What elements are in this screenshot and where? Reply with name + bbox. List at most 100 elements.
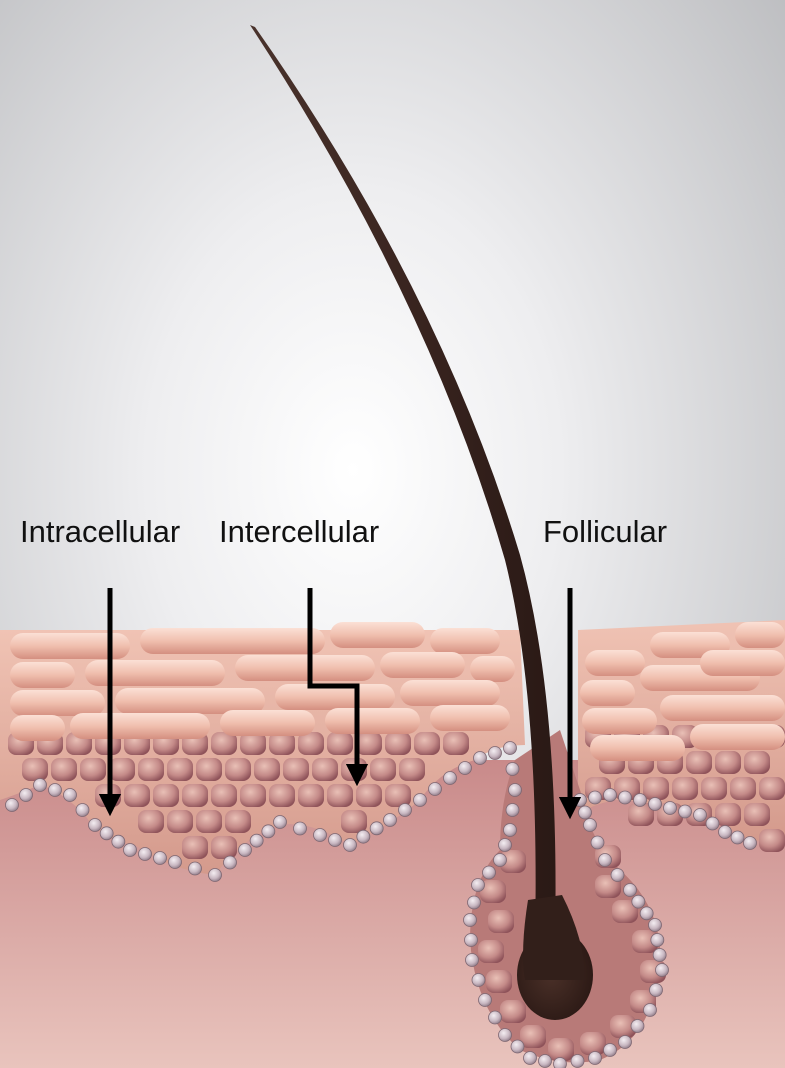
corneocyte (660, 695, 785, 721)
epidermal-cell (643, 777, 669, 800)
basal-bead (499, 1029, 512, 1042)
epidermal-cell (730, 777, 756, 800)
corneocyte (220, 710, 315, 736)
basal-bead (250, 834, 263, 847)
basal-bead (154, 852, 167, 865)
basal-bead (414, 794, 427, 807)
epidermal-cell (356, 784, 382, 807)
basal-bead (632, 895, 645, 908)
basal-bead (599, 854, 612, 867)
epidermal-cell (109, 758, 135, 781)
corneocyte (10, 662, 75, 688)
corneocyte (235, 655, 375, 681)
basal-bead (444, 772, 457, 785)
corneocyte (470, 656, 515, 682)
basal-bead (579, 806, 592, 819)
epidermal-cell (269, 784, 295, 807)
epidermal-cell (701, 777, 727, 800)
epidermal-cell (759, 829, 785, 852)
basal-bead (706, 817, 719, 830)
epidermal-cell (312, 758, 338, 781)
basal-bead (459, 762, 472, 775)
basal-bead (649, 798, 662, 811)
basal-bead (656, 964, 669, 977)
basal-bead (640, 907, 653, 920)
basal-bead (384, 814, 397, 827)
basal-bead (399, 804, 412, 817)
epidermal-cell (182, 836, 208, 859)
basal-bead (224, 856, 237, 869)
basal-bead (465, 934, 478, 947)
basal-bead (489, 1011, 502, 1024)
basal-bead (631, 1020, 644, 1033)
basal-bead (589, 1052, 602, 1065)
epidermal-cell (211, 836, 237, 859)
epidermal-cell (672, 777, 698, 800)
basal-bead (294, 822, 307, 835)
epidermal-cell (51, 758, 77, 781)
basal-bead (506, 763, 519, 776)
basal-bead (619, 791, 632, 804)
epidermal-cell (341, 810, 367, 833)
corneocyte (380, 652, 465, 678)
basal-bead (49, 784, 62, 797)
epidermal-cell (254, 758, 280, 781)
corneocyte (85, 660, 225, 686)
basal-bead (274, 816, 287, 829)
basal-bead (262, 825, 275, 838)
basal-bead (719, 826, 732, 839)
epidermal-cell (356, 732, 382, 755)
basal-bead (619, 1036, 632, 1049)
basal-bead (644, 1004, 657, 1017)
corneocyte (140, 628, 325, 654)
basal-bead (112, 835, 125, 848)
basal-bead (649, 919, 662, 932)
basal-bead (474, 752, 487, 765)
follicle-cell (478, 940, 504, 963)
epidermal-cell (341, 758, 367, 781)
basal-bead (664, 802, 677, 815)
epidermal-cell (138, 758, 164, 781)
epidermal-cell (22, 758, 48, 781)
epidermal-cell (283, 758, 309, 781)
epidermal-cell (196, 758, 222, 781)
epidermal-cell (80, 758, 106, 781)
corneocyte (400, 680, 500, 706)
follicle-cell (486, 970, 512, 993)
corneocyte (700, 650, 785, 676)
basal-bead (509, 784, 522, 797)
basal-bead (139, 848, 152, 861)
basal-bead (604, 789, 617, 802)
corneocyte (582, 708, 657, 734)
basal-bead (604, 1044, 617, 1057)
basal-bead (589, 791, 602, 804)
basal-bead (466, 954, 479, 967)
corneocyte (585, 650, 645, 676)
follicle-cell (488, 910, 514, 933)
basal-bead (731, 831, 744, 844)
corneocyte (690, 724, 785, 750)
epidermal-cell (167, 810, 193, 833)
basal-bead (539, 1055, 552, 1068)
epidermal-cell (443, 732, 469, 755)
basal-bead (554, 1058, 567, 1068)
corneocyte (10, 715, 65, 741)
follicle-cell (500, 1000, 526, 1023)
basal-bead (329, 834, 342, 847)
epidermal-cell (196, 810, 222, 833)
corneocyte (735, 622, 785, 648)
basal-bead (169, 856, 182, 869)
basal-bead (479, 994, 492, 1007)
basal-bead (504, 824, 517, 837)
epidermal-cell (414, 732, 440, 755)
basal-bead (571, 1055, 584, 1068)
basal-bead (624, 884, 637, 897)
epidermal-cell (182, 784, 208, 807)
corneocyte (590, 735, 685, 761)
basal-bead (653, 949, 666, 962)
basal-bead (524, 1052, 537, 1065)
basal-bead (489, 747, 502, 760)
basal-bead (64, 789, 77, 802)
basal-bead (357, 830, 370, 843)
basal-bead (679, 805, 692, 818)
